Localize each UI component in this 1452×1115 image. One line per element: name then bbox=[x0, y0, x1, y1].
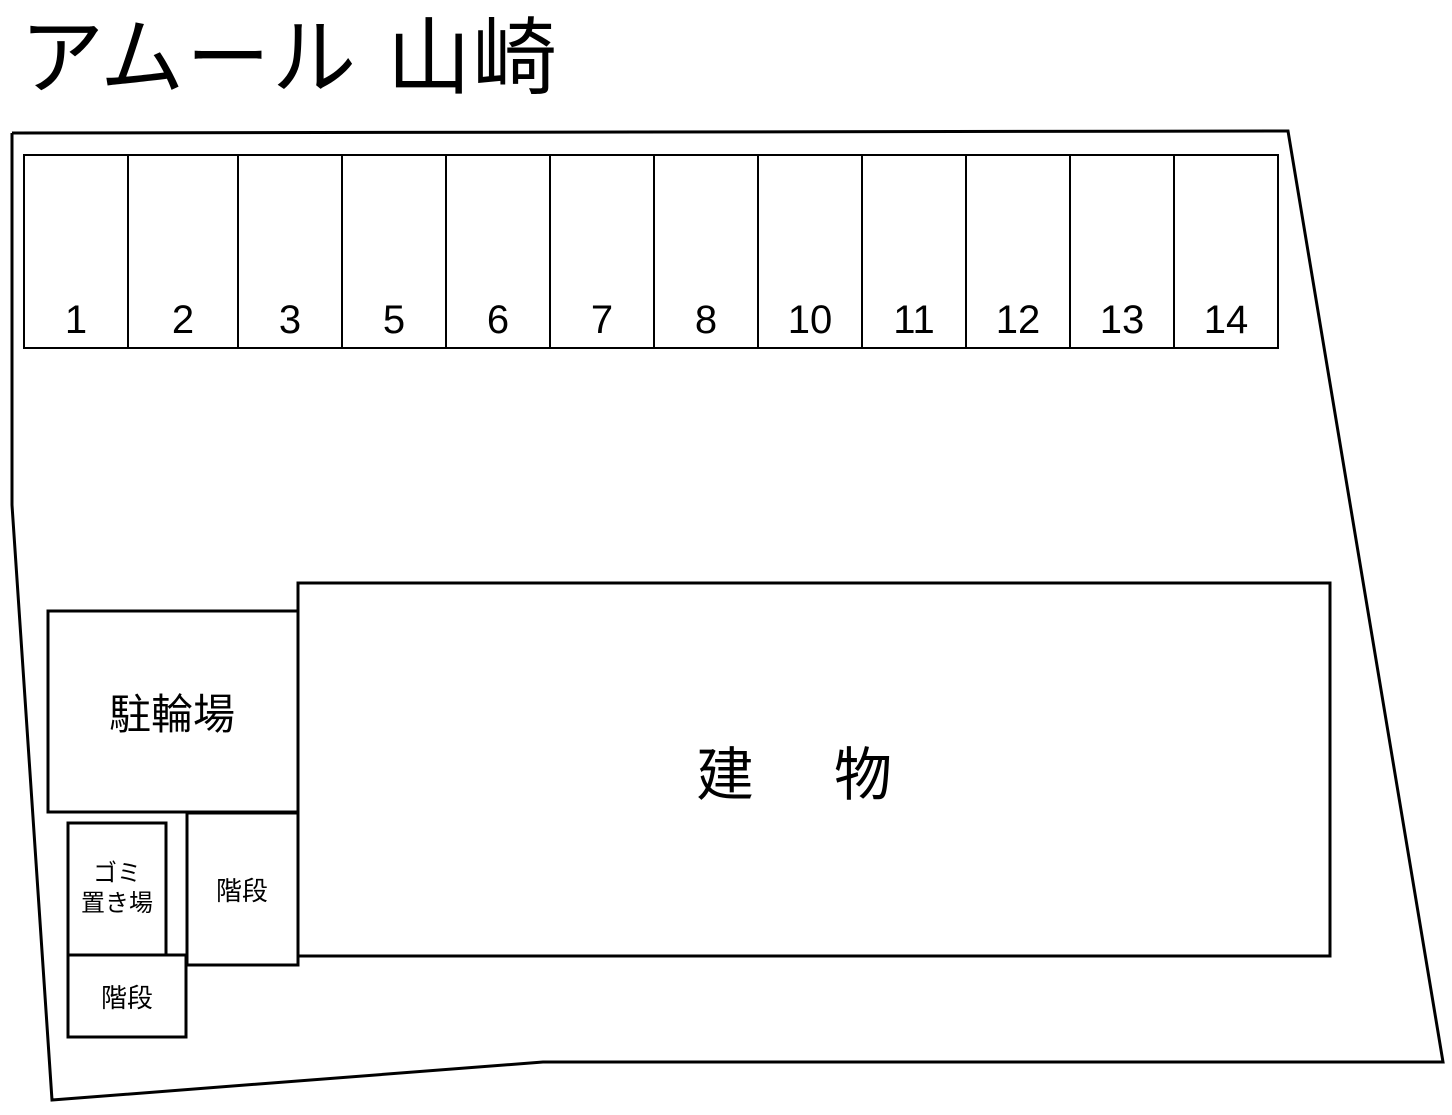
stairs-lower-label: 階段 bbox=[100, 983, 153, 1014]
stall-label-8: 8 bbox=[694, 298, 718, 342]
garbage-label-line1: ゴミ bbox=[93, 859, 141, 887]
garbage-area-label: ゴミ 置き場 bbox=[68, 823, 166, 953]
parking-row bbox=[23, 154, 1279, 349]
stall-label-2: 2 bbox=[171, 298, 195, 342]
stall-label-6: 6 bbox=[486, 298, 510, 342]
stall-label-11: 11 bbox=[893, 298, 935, 342]
stall-label-10: 10 bbox=[787, 298, 833, 342]
garbage-label-line2: 置き場 bbox=[81, 889, 153, 917]
bicycle-parking-outline bbox=[46, 609, 300, 814]
stairs-lower-outline bbox=[66, 953, 188, 1039]
stall-label-14: 14 bbox=[1203, 298, 1249, 342]
stall-label-3: 3 bbox=[278, 298, 302, 342]
stairs-upper-outline bbox=[185, 811, 300, 967]
property-title: アムール 山崎 bbox=[20, 9, 559, 107]
stall-label-1: 1 bbox=[64, 298, 88, 342]
stall-label-7: 7 bbox=[590, 298, 614, 342]
stall-label-5: 5 bbox=[382, 298, 406, 342]
stall-dividers bbox=[127, 155, 1175, 348]
building-label: 建物 bbox=[695, 740, 972, 809]
stall-label-13: 13 bbox=[1099, 298, 1145, 342]
bicycle-parking-label: 駐輪場 bbox=[108, 690, 235, 739]
property-boundary bbox=[10, 129, 1445, 1102]
stall-label-12: 12 bbox=[995, 298, 1041, 342]
stairs-upper-label: 階段 bbox=[215, 876, 268, 907]
